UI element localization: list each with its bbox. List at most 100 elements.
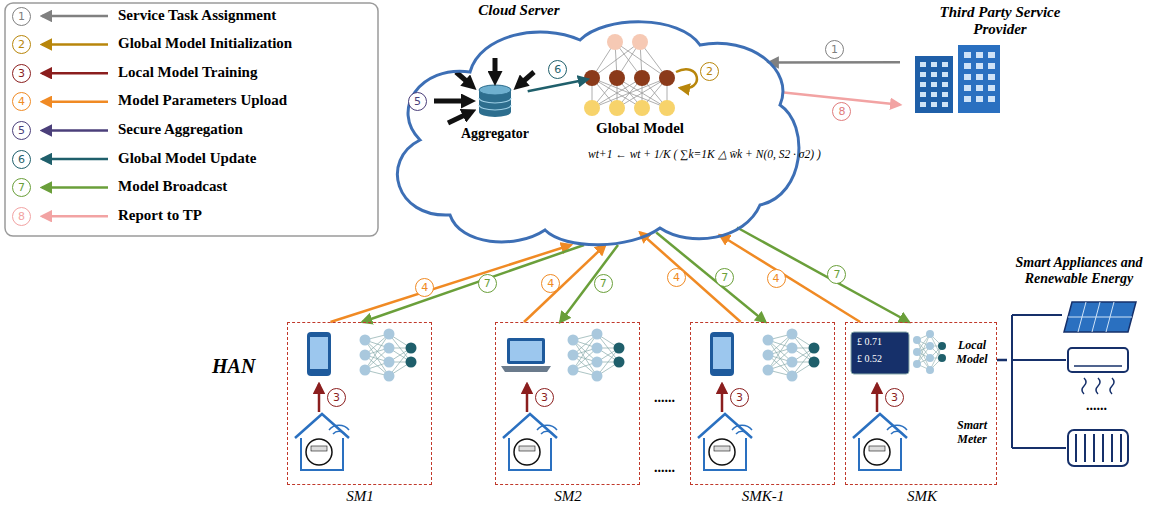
illustration-stroke [676, 69, 697, 88]
legend-text: Model Broadcast [118, 178, 227, 195]
illustration-stroke [926, 366, 934, 374]
illustration-stroke [1068, 317, 1132, 318]
illustration-stroke [809, 357, 820, 368]
illustration-stroke [698, 414, 752, 438]
legend-text: Model Parameters Upload [118, 92, 287, 109]
illustration-stroke [1096, 378, 1100, 394]
annotation: £ 0.52 [857, 353, 882, 365]
illustration-stroke [1120, 434, 1122, 462]
illustration-stroke [964, 63, 971, 69]
callout-number: 7 [478, 274, 497, 293]
illustration-stroke [568, 350, 579, 361]
illustration-stroke [609, 100, 625, 116]
illustration-stroke [537, 425, 557, 434]
illustration-stroke [1110, 378, 1114, 394]
node-label: SM1 [346, 488, 374, 505]
illustration-stroke [592, 78, 667, 108]
illustration-stroke [634, 70, 650, 86]
node-label: SMK [907, 488, 937, 505]
illustration-stroke [920, 102, 926, 107]
connector [656, 233, 765, 323]
illustration-stroke [864, 439, 890, 465]
illustration-stroke [584, 100, 600, 116]
illustration-stroke [920, 82, 926, 87]
illustration-stroke [938, 342, 946, 350]
callout-number: 3 [12, 64, 31, 83]
illustration-stroke [592, 78, 667, 108]
illustration-stroke [509, 438, 551, 470]
smart-meter-box: SMK-1 [690, 322, 835, 485]
illustration-stroke [926, 354, 934, 362]
illustration-stroke [913, 348, 921, 356]
illustration-stroke [869, 446, 885, 451]
illustration-stroke [659, 100, 675, 116]
illustration-stroke [360, 365, 371, 376]
illustration-stroke [307, 332, 331, 376]
illustration-stroke [1093, 434, 1095, 462]
illustration-stroke [519, 446, 535, 451]
illustration-stroke [1068, 348, 1128, 372]
illustration-stroke [988, 74, 995, 80]
illustration-stroke [763, 350, 774, 361]
callout-number: 3 [730, 388, 749, 407]
annotation: HAN [212, 355, 255, 378]
illustration-stroke [518, 72, 534, 86]
illustration-stroke [915, 56, 953, 113]
illustration-stroke [1102, 434, 1104, 462]
illustration-stroke [501, 366, 551, 372]
illustration-stroke [329, 425, 349, 434]
illustration-stroke [360, 335, 371, 346]
illustration-stroke [479, 98, 511, 110]
callout-number: 4 [667, 268, 686, 287]
illustration-stroke [592, 343, 603, 354]
illustration-stroke [976, 63, 983, 69]
illustration-stroke [592, 371, 603, 382]
illustration-stroke [809, 343, 820, 354]
illustration-stroke [507, 338, 545, 364]
illustration-stroke [448, 112, 471, 123]
illustration-stroke [609, 70, 625, 86]
illustration-stroke [406, 343, 417, 354]
illustration-stroke [659, 70, 675, 86]
illustration-stroke [503, 414, 557, 438]
illustration-stroke [614, 357, 625, 368]
callout-number: 4 [767, 269, 786, 288]
cloud-outline [380, 0, 805, 250]
illustration-stroke [1111, 434, 1113, 462]
illustration-stroke [942, 72, 948, 77]
callout-number: 8 [12, 207, 31, 226]
illustration-stroke [787, 329, 798, 340]
illustration-stroke [958, 45, 1000, 113]
illustration-stroke [1012, 315, 1066, 448]
illustration-stroke [42, 129, 108, 132]
connector [528, 79, 588, 91]
illustration-stroke [859, 438, 901, 470]
illustration-stroke [988, 52, 995, 58]
connector [769, 61, 900, 64]
legend-text: Local Model Training [118, 64, 257, 81]
illustration-stroke [942, 102, 948, 107]
connector [560, 245, 618, 322]
illustration-stroke [1068, 430, 1128, 466]
cloud-region: Cloud ServerAggregatorGlobal Model [380, 0, 805, 250]
illustration-stroke [964, 52, 971, 58]
node-label: SMK-1 [742, 488, 785, 505]
callout-number: 4 [415, 278, 434, 297]
callout-number: 6 [548, 60, 567, 79]
aggregator: Aggregator [438, 78, 553, 144]
illustration-stroke [787, 357, 798, 368]
illustration-stroke [732, 425, 752, 434]
annotation: ...... [654, 390, 675, 406]
callout-number: 5 [12, 121, 31, 140]
node-label: Local Model [950, 339, 994, 367]
illustration-stroke [42, 72, 108, 75]
callout-number: 5 [408, 92, 427, 111]
smart-meter-box: SM1 [287, 322, 432, 485]
illustration-stroke [931, 62, 937, 67]
illustration-stroke [709, 439, 735, 465]
illustration-stroke [763, 365, 774, 376]
illustration-stroke [988, 85, 995, 91]
legend-text: Global Model Update [118, 150, 256, 167]
illustration-stroke [42, 186, 108, 189]
cloud-outline [397, 22, 799, 245]
